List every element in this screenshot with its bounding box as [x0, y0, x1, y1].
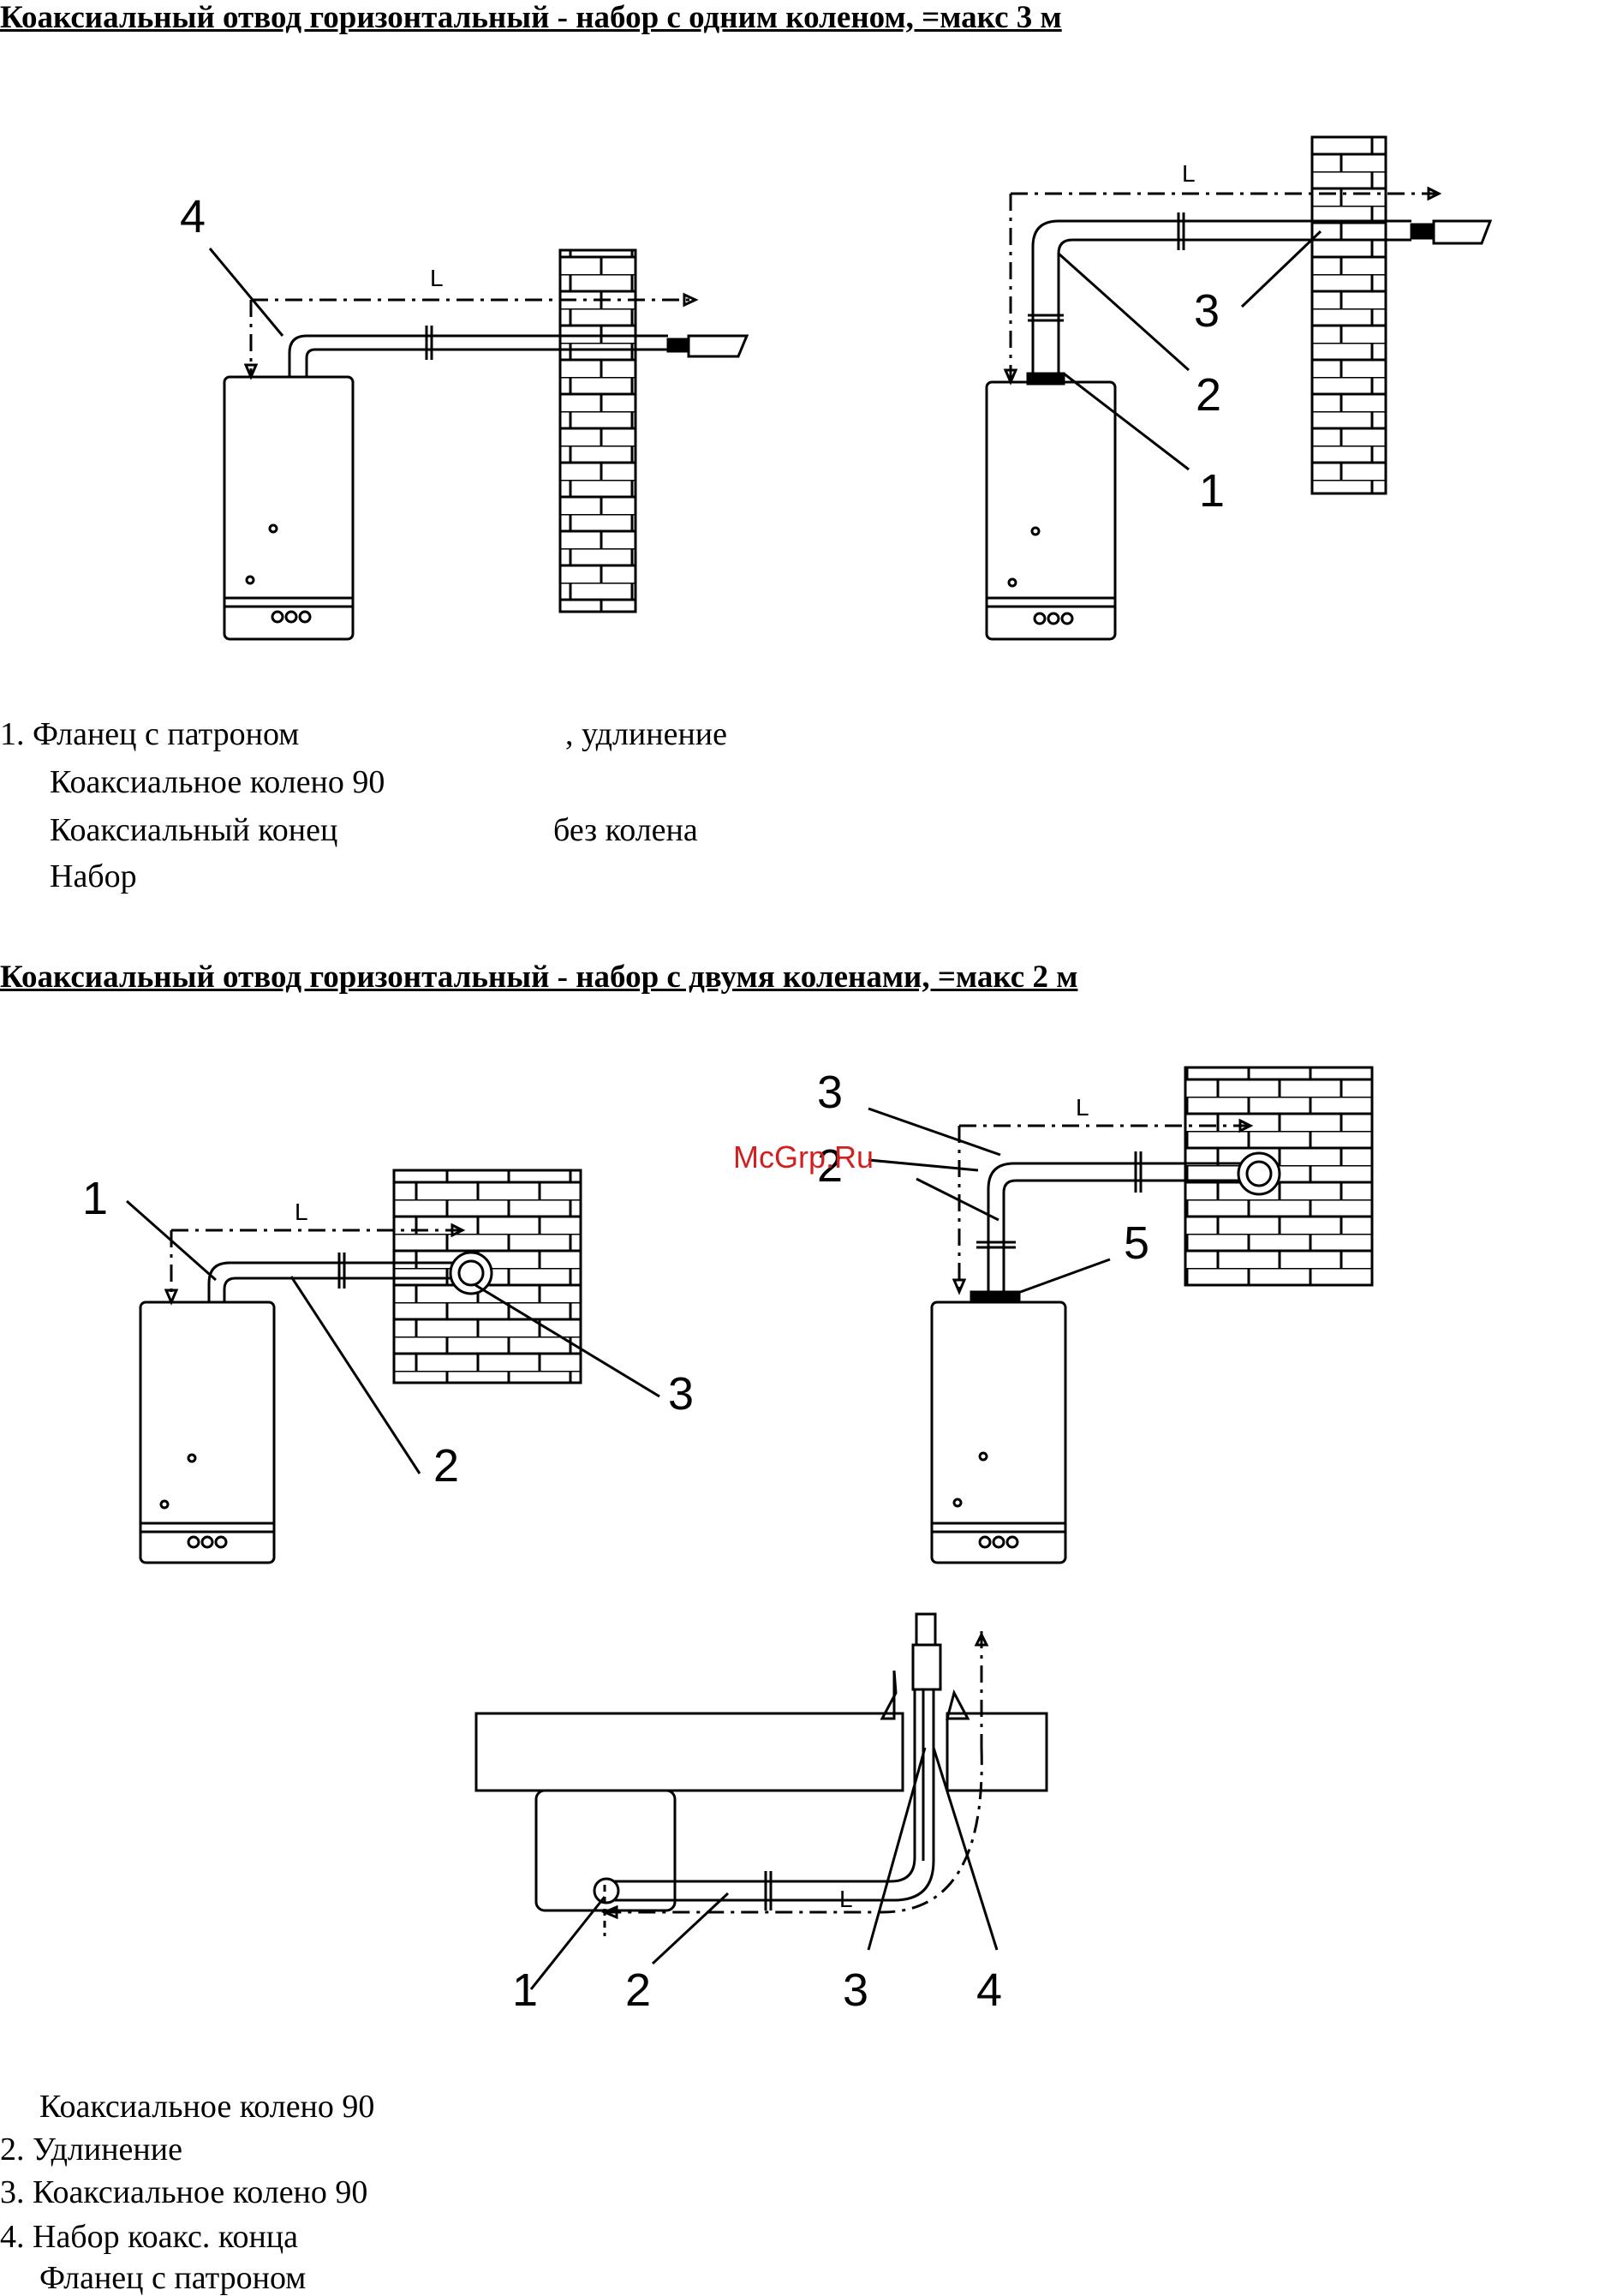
section2-heading: Коаксиальный отвод горизонтальный - набо…: [0, 960, 1078, 995]
section1-heading: Коаксиальный отвод горизонтальный - набо…: [0, 0, 1062, 35]
legend1-line1-right: , удлинение: [565, 716, 727, 752]
legend2-line4: 4. Набор коакс. конца: [0, 2219, 298, 2255]
legend1-line3-left: Коаксиальный конец: [50, 812, 338, 848]
legend1-line2: Коаксиальное колено 90: [50, 764, 385, 800]
callout-2c-1: 1: [512, 1964, 539, 2016]
callout-1a-4: 4: [180, 191, 206, 242]
legend1-line4: Набор: [50, 858, 137, 894]
watermark: McGrp.Ru: [733, 1139, 874, 1175]
diagram-2b-two-elbows-right: [868, 1066, 1374, 1564]
callout-2b-3: 3: [817, 1067, 844, 1118]
callout-2a-3: 3: [668, 1368, 695, 1420]
callout-1b-3: 3: [1194, 285, 1220, 337]
legend1-line1-left: 1. Фланец с патроном: [0, 716, 300, 752]
diagram-2c-vertical-roof: [474, 1612, 1048, 1990]
legend2-line3: 3. Коаксиальное колено 90: [0, 2174, 368, 2210]
dim-L-2c: L: [839, 1886, 853, 1912]
callout-2c-2: 2: [625, 1964, 652, 2016]
callout-2c-4: 4: [976, 1964, 1003, 2016]
callout-2b-5: 5: [1124, 1217, 1150, 1269]
dim-L-2b: L: [1076, 1094, 1089, 1121]
dim-L-1b: L: [1182, 160, 1196, 187]
legend2-line1: Коаксиальное колено 90: [39, 2089, 375, 2125]
legend2-line2: 2. Удлинение: [0, 2132, 182, 2167]
callout-1b-2: 2: [1196, 369, 1222, 421]
diagram-2a-two-elbows-left: [126, 1169, 660, 1564]
dim-L-1a: L: [430, 265, 444, 291]
callout-2a-2: 2: [433, 1440, 460, 1492]
callout-2b-2: 2: [817, 1140, 844, 1192]
callout-2a-1: 1: [82, 1173, 109, 1224]
callout-1b-1: 1: [1199, 465, 1226, 517]
legend1-line3-right: без колена: [553, 812, 698, 848]
legend2-line5: Фланец с патроном: [39, 2260, 307, 2296]
diagram-1a-one-elbow-left: [208, 248, 749, 641]
diagram-1b-one-elbow-right: [985, 135, 1493, 641]
callout-2c-3: 3: [843, 1964, 869, 2016]
dim-L-2a: L: [295, 1199, 308, 1225]
